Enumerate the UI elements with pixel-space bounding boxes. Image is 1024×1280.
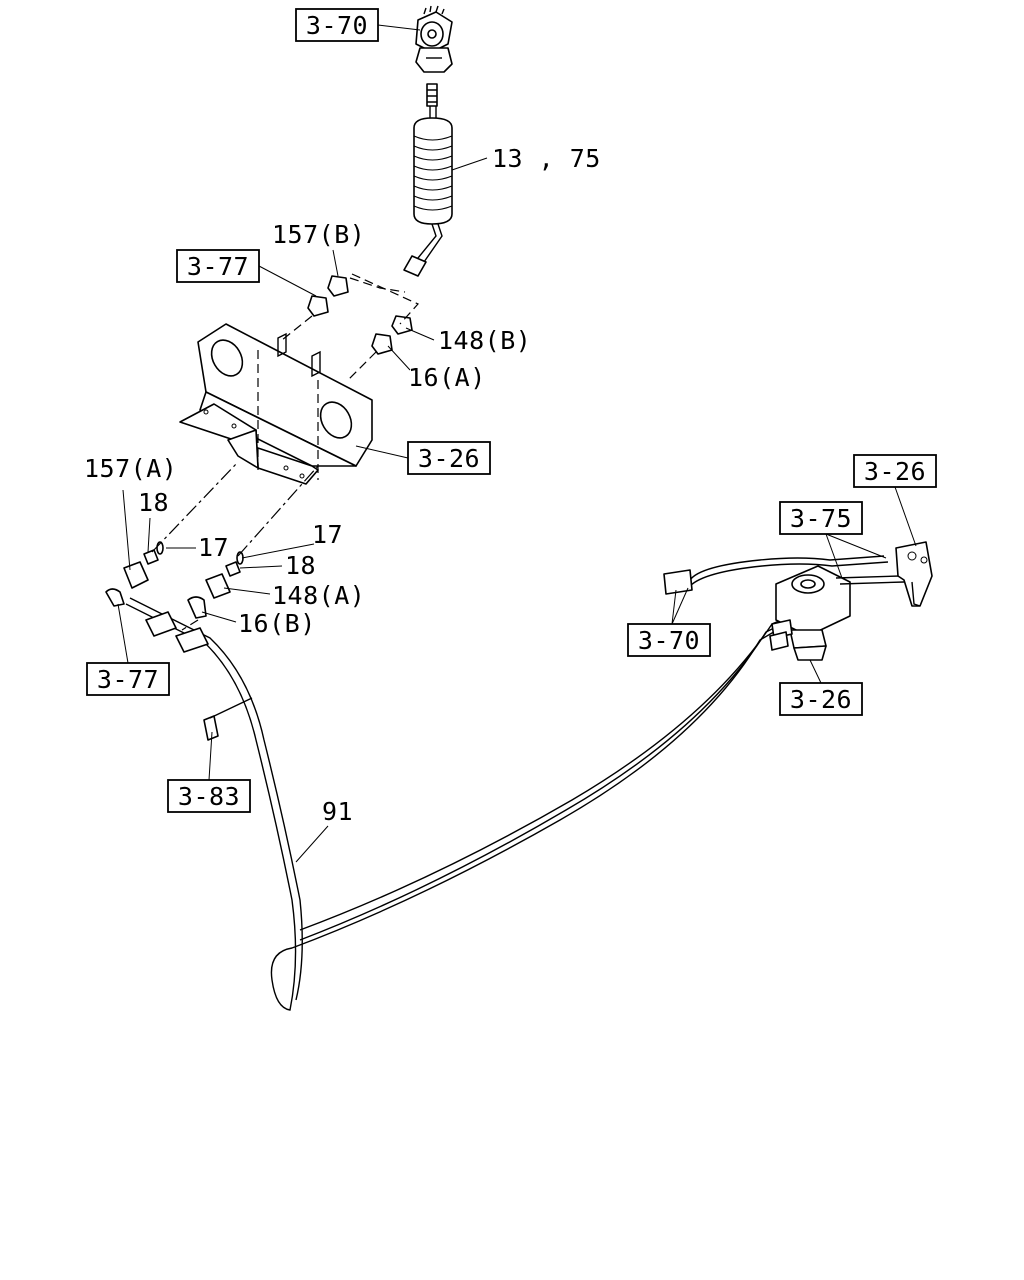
reference-box-3-26-bracket[interactable]: 3-26 (407, 441, 491, 475)
callout-148a: 148(A) (272, 581, 365, 610)
reference-label: 3-26 (864, 457, 926, 486)
reference-box-3-75[interactable]: 3-75 (779, 501, 863, 535)
callout-157a: 157(A) (84, 454, 177, 483)
callout-13-75: 13 , 75 (492, 144, 601, 173)
main-hose-91 (125, 597, 797, 1011)
reference-box-3-83[interactable]: 3-83 (167, 779, 251, 813)
reference-box-3-77-upper[interactable]: 3-77 (176, 249, 260, 283)
reference-label: 3-83 (178, 782, 240, 811)
reference-box-3-70-top[interactable]: 3-70 (295, 8, 379, 42)
callout-91: 91 (322, 797, 353, 826)
callout-17-left: 17 (198, 533, 229, 562)
reference-box-3-26-lower[interactable]: 3-26 (779, 682, 863, 716)
callout-18-right: 18 (285, 551, 316, 580)
leader-lines (117, 24, 917, 863)
reference-label: 3-70 (306, 11, 368, 40)
reference-label: 3-77 (187, 252, 249, 281)
reference-label: 3-75 (790, 504, 852, 533)
top-gladhand-coupling (415, 5, 453, 73)
callout-157b: 157(B) (272, 220, 365, 249)
callout-17-right: 17 (312, 520, 343, 549)
mounting-bracket (179, 323, 373, 485)
reference-box-3-26-right[interactable]: 3-26 (853, 454, 937, 488)
reference-box-3-77-lower[interactable]: 3-77 (86, 662, 170, 696)
coiled-hose (403, 83, 453, 277)
reference-label: 3-26 (418, 444, 480, 473)
reference-label: 3-26 (790, 685, 852, 714)
upper-fittings (281, 273, 419, 381)
callout-148b: 148(B) (438, 326, 531, 355)
reference-label: 3-77 (97, 665, 159, 694)
relay-valve-assembly (663, 541, 933, 661)
reference-label: 3-70 (638, 626, 700, 655)
callout-16a: 16(A) (408, 363, 486, 392)
reference-box-3-70-right[interactable]: 3-70 (627, 623, 711, 657)
part-callouts: 13 , 75 157(B) 148(B) 16(A) 157(A) 18 17… (84, 144, 601, 826)
callout-18-left: 18 (138, 488, 169, 517)
callout-16b: 16(B) (238, 609, 316, 638)
